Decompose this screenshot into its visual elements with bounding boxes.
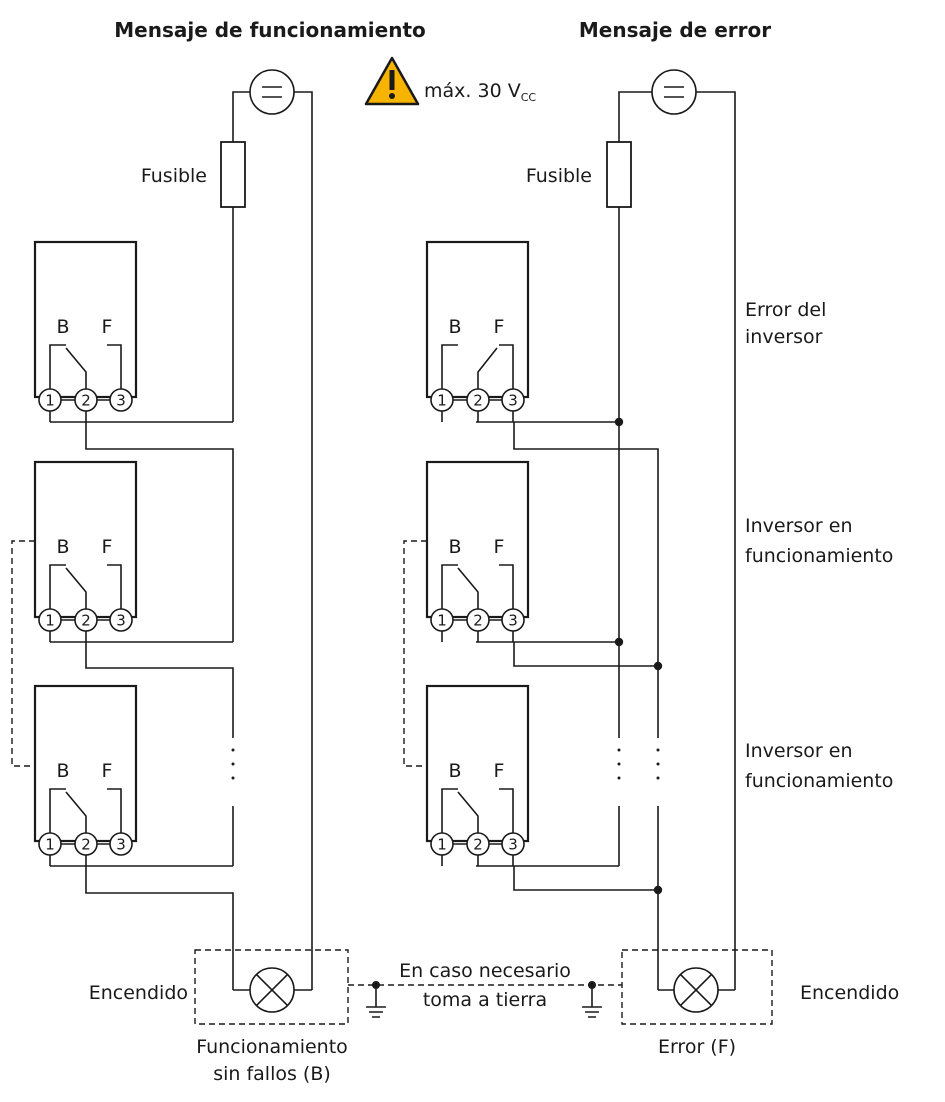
inverter-running-a-label-2: funcionamiento: [745, 545, 893, 567]
fuse-left: [220, 141, 246, 208]
on-right-label: Encendido: [800, 982, 899, 1004]
terminal-3-label: 3: [116, 612, 126, 630]
terminal-2-label: 2: [81, 836, 91, 854]
contact-f-label: F: [494, 316, 505, 338]
inverter-running-b-label-2: funcionamiento: [745, 770, 893, 792]
fuse-right: [606, 141, 632, 208]
terminal-2-label: 2: [81, 392, 91, 410]
grounding-label-1: En caso necesario: [399, 960, 571, 982]
contact-b-label: B: [448, 316, 461, 338]
relay-switch-contact: [457, 791, 479, 833]
terminal-3-label: 3: [508, 612, 518, 630]
title-operation-message: Mensaje de funcionamiento: [114, 18, 426, 42]
contact-b-label: B: [56, 536, 69, 558]
relay-left-1: B F 1 2 3: [33, 240, 138, 422]
contact-f-label: F: [102, 316, 113, 338]
contact-b-label: B: [448, 536, 461, 558]
lamp-left: [249, 967, 295, 1013]
grounding-label-2: toma a tierra: [423, 989, 547, 1011]
terminal-1-label: 1: [437, 612, 447, 630]
right-continuation-dots: [617, 748, 660, 780]
inverter-error-label-2: inversor: [745, 326, 823, 348]
terminal-2-label: 2: [473, 836, 483, 854]
inverter-running-a-label-1: Inversor en: [745, 515, 853, 537]
contact-f-label: F: [102, 536, 113, 558]
terminal-2-label: 2: [473, 612, 483, 630]
relay-right-2: B F 1 2 3: [425, 460, 530, 642]
terminal-1-label: 1: [45, 392, 55, 410]
lamp-right-label: Error (F): [658, 1036, 736, 1058]
relay-switch-contact: [65, 791, 87, 833]
lamp-left-label-2: sin fallos (B): [213, 1063, 331, 1085]
terminal-3: [109, 388, 133, 412]
lamp-left-label-1: Funcionamiento: [196, 1036, 348, 1058]
terminal-3-label: 3: [508, 836, 518, 854]
terminal-2-label: 2: [81, 612, 91, 630]
right-relay-link-dashed: [403, 540, 427, 767]
terminal-3-label: 3: [116, 392, 126, 410]
left-relay-link-dashed: [11, 540, 35, 767]
terminal-1-label: 1: [45, 612, 55, 630]
terminal-2-label: 2: [473, 392, 483, 410]
lamp-enclosure-left: [194, 949, 349, 1025]
contact-f-label: F: [102, 760, 113, 782]
relay-switch-contact: [477, 347, 498, 389]
lamp-right: [673, 967, 719, 1013]
terminal-3-label: 3: [116, 836, 126, 854]
right-circuit-wires: [476, 91, 736, 990]
relay-switch-contact: [65, 567, 87, 609]
relay-right-3: B F 1 2 3: [425, 684, 530, 866]
terminal-1-label: 1: [45, 836, 55, 854]
contact-f-label: F: [494, 760, 505, 782]
terminal-3: [109, 832, 133, 856]
inverter-running-b-label-1: Inversor en: [745, 740, 853, 762]
terminal-3-label: 3: [508, 392, 518, 410]
lamp-enclosure-right: [621, 949, 773, 1025]
relay-right-1: B F 1 2 3: [425, 240, 530, 422]
left-circuit-wires: [50, 91, 313, 990]
contact-b-label: B: [56, 316, 69, 338]
title-error-message: Mensaje de error: [579, 18, 771, 42]
relay-left-2: B F 1 2 3: [33, 460, 138, 642]
terminal-1-label: 1: [437, 392, 447, 410]
voltage-source-right: [651, 69, 697, 115]
on-left-label: Encendido: [89, 982, 188, 1004]
terminal-3: [109, 608, 133, 632]
warning-icon: [364, 56, 420, 106]
relay-switch-contact: [457, 567, 479, 609]
contact-b-label: B: [56, 760, 69, 782]
contact-f-label: F: [494, 536, 505, 558]
terminal-1-label: 1: [437, 836, 447, 854]
warning-voltage-text: máx. 30 VCC: [424, 80, 536, 104]
left-continuation-dots: [231, 748, 235, 780]
inverter-error-label-1: Error del: [745, 299, 826, 321]
contact-b-label: B: [448, 760, 461, 782]
ground-symbol-right: [582, 981, 602, 1018]
voltage-source-left: [249, 69, 295, 115]
fuse-right-label: Fusible: [526, 165, 592, 187]
relay-switch-contact: [65, 347, 87, 389]
fuse-left-label: Fusible: [141, 165, 207, 187]
relay-left-3: B F 1 2 3: [33, 684, 138, 866]
junction-dots: [614, 417, 663, 895]
ground-symbol-left: [366, 981, 386, 1018]
